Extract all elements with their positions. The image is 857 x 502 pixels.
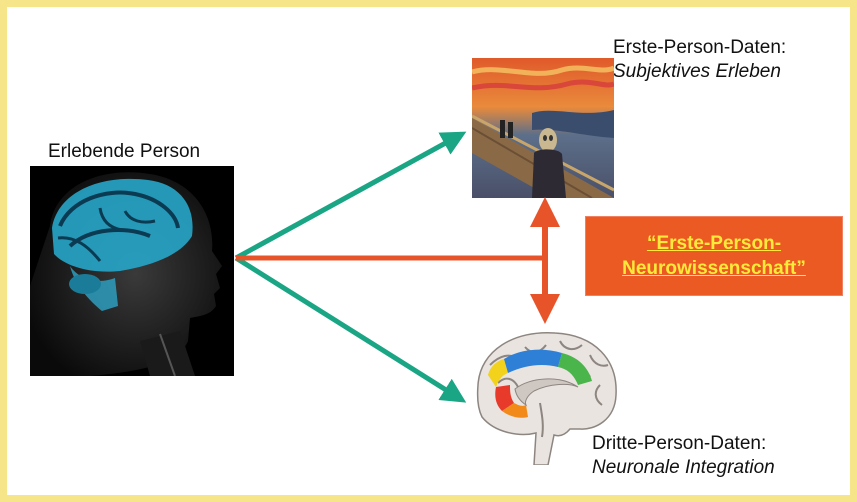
- arrow-to-third-person: [236, 258, 462, 400]
- callout-line-1: “Erste-Person-: [647, 231, 781, 256]
- first-person-neuroscience-callout: “Erste-Person- Neurowissenschaft”: [585, 216, 843, 296]
- arrow-to-first-person: [236, 134, 462, 258]
- callout-line-2: Neurowissenschaft”: [622, 256, 806, 281]
